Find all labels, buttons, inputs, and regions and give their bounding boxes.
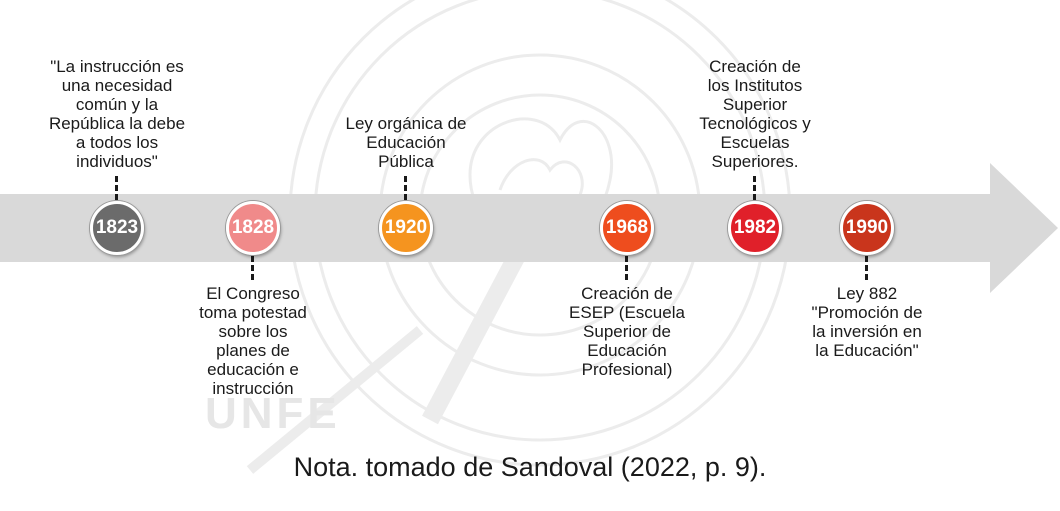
year-node: 1982 [728,201,782,255]
milestone-1990: Ley 882 "Promoción de la inversión en la… [812,201,922,360]
year-label: 1920 [384,217,428,238]
dashed-connector [865,256,868,280]
dashed-connector [753,176,756,200]
dashed-connector [115,176,118,200]
milestone-1968: Creación de ESEP (Escuela Superior de Ed… [569,201,685,379]
year-node: 1828 [226,201,280,255]
event-description: Creación de los Institutos Superior Tecn… [699,57,811,171]
year-node: 1920 [379,201,433,255]
event-description: Creación de ESEP (Escuela Superior de Ed… [569,284,685,379]
year-label: 1968 [605,217,649,238]
event-description: Ley orgánica de Educación Pública [345,114,467,171]
year-label: 1823 [95,217,139,238]
dashed-connector [404,176,407,200]
event-description: El Congreso toma potestad sobre los plan… [199,284,307,398]
milestone-1823: "La instrucción es una necesidad común y… [49,57,185,255]
dashed-connector [625,256,628,280]
milestone-1920: Ley orgánica de Educación Pública 1920 [346,114,466,255]
year-node: 1823 [90,201,144,255]
year-label: 1982 [733,217,777,238]
year-label: 1828 [231,217,275,238]
year-node: 1990 [840,201,894,255]
event-description: "La instrucción es una necesidad común y… [48,57,186,171]
year-node: 1968 [600,201,654,255]
event-description: Ley 882 "Promoción de la inversión en la… [811,284,923,360]
dashed-connector [251,256,254,280]
figure-caption: Nota. tomado de Sandoval (2022, p. 9). [293,452,767,482]
year-label: 1990 [845,217,889,238]
milestone-1828: El Congreso toma potestad sobre los plan… [199,201,307,398]
milestone-1982: Creación de los Institutos Superior Tecn… [699,57,811,255]
